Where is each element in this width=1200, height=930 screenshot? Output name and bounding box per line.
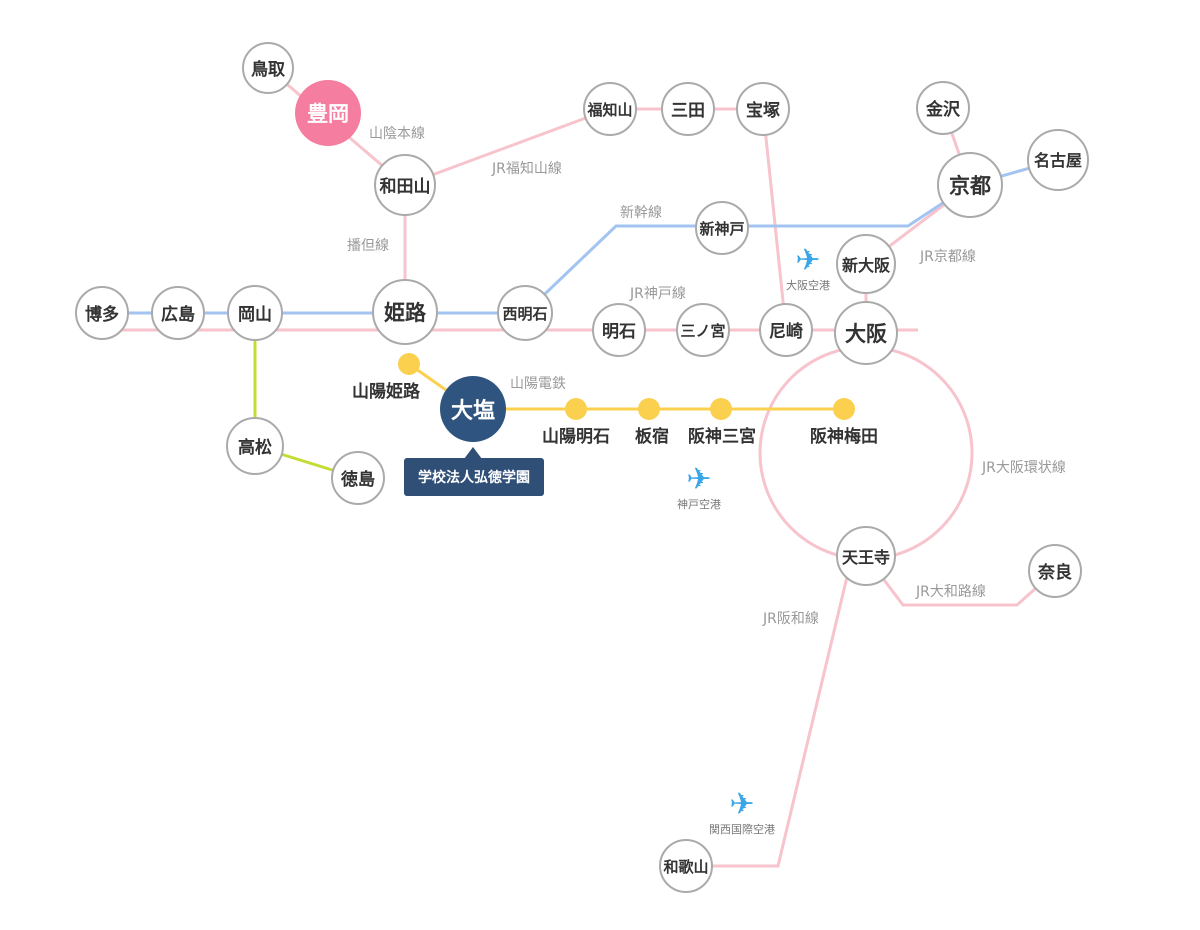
airport-label-osaka: 大阪空港	[786, 278, 830, 292]
svg-text:新大阪: 新大阪	[842, 256, 891, 275]
airplane-icon: ✈	[729, 787, 754, 822]
line-label-sanin: 山陰本線	[369, 126, 425, 142]
airports: ✈ 大阪空港 ✈ 神戸空港 ✈ 関西国際空港	[677, 243, 830, 836]
station-dot-hanshin-umeda	[833, 398, 855, 420]
station-osaka[interactable]: 大阪	[834, 301, 898, 365]
station-kanazawa[interactable]: 金沢	[916, 81, 970, 135]
station-takamatsu[interactable]: 高松	[226, 417, 284, 475]
station-wakayama[interactable]: 和歌山	[659, 839, 713, 893]
svg-text:京都: 京都	[949, 174, 991, 198]
svg-text:姫路: 姫路	[384, 301, 427, 325]
svg-text:大阪: 大阪	[845, 322, 888, 346]
svg-text:福知山: 福知山	[586, 101, 632, 119]
station-takarazuka[interactable]: 宝塚	[736, 82, 790, 136]
station-dot-itayado	[638, 398, 660, 420]
station-fukuchiyama[interactable]: 福知山	[583, 82, 637, 136]
svg-text:尼崎: 尼崎	[769, 321, 803, 342]
station-akashi[interactable]: 明石	[592, 303, 646, 357]
fukuchiyama-line-a	[404, 107, 611, 187]
station-amagasaki[interactable]: 尼崎	[759, 303, 813, 357]
svg-text:三ノ宮: 三ノ宮	[680, 322, 725, 340]
svg-text:宝塚: 宝塚	[746, 100, 780, 121]
line-label-hanwa: JR阪和線	[762, 611, 819, 627]
svg-text:三田: 三田	[671, 101, 705, 121]
svg-text:金沢: 金沢	[925, 99, 961, 120]
svg-text:大塩: 大塩	[451, 398, 495, 424]
airport-label-kobe: 神戸空港	[677, 497, 721, 511]
station-nara[interactable]: 奈良	[1028, 544, 1082, 598]
line-label-shinkansen: 新幹線	[620, 204, 662, 221]
svg-text:博多: 博多	[85, 304, 119, 325]
school-name-box[interactable]: 学校法人弘徳学園	[404, 458, 544, 496]
line-label-yamatoji: JR大和路線	[915, 584, 986, 600]
line-label-bantan: 播但線	[347, 238, 389, 254]
station-label-itayado: 板宿	[635, 426, 669, 447]
svg-text:奈良: 奈良	[1037, 562, 1072, 583]
station-dot-sanyo-akashi	[565, 398, 587, 420]
kobe-airport: ✈ 神戸空港	[677, 462, 721, 511]
station-wadayama[interactable]: 和田山	[374, 154, 436, 216]
station-label-sanyo-himeji: 山陽姫路	[352, 381, 421, 402]
airplane-icon: ✈	[686, 462, 711, 497]
station-tokushima[interactable]: 徳島	[331, 451, 385, 505]
svg-text:鳥取: 鳥取	[251, 59, 285, 80]
school-pointer	[464, 447, 482, 459]
station-himeji[interactable]: 姫路	[372, 279, 438, 345]
stations: 鳥取 豊岡 和田山 福知山 三田 宝塚 金沢 名古屋 京都 新神戸 新大阪 博多…	[75, 42, 1089, 893]
sanyo-dentetsu-stations: 山陽姫路 山陽明石 板宿 阪神三宮 阪神梅田	[352, 353, 878, 447]
airplane-icon: ✈	[795, 243, 820, 278]
station-dot-hanshin-sannomiya	[710, 398, 732, 420]
svg-text:岡山: 岡山	[238, 305, 272, 325]
station-okayama[interactable]: 岡山	[227, 285, 283, 341]
station-toyooka[interactable]: 豊岡	[295, 80, 361, 146]
station-sanda[interactable]: 三田	[661, 82, 715, 136]
hanwa-line	[686, 555, 854, 868]
station-tottori[interactable]: 鳥取	[242, 42, 294, 94]
station-shinkobe[interactable]: 新神戸	[695, 201, 749, 255]
line-label-kyoto: JR京都線	[919, 249, 976, 265]
svg-text:高松: 高松	[238, 437, 272, 458]
station-tennoji[interactable]: 天王寺	[836, 526, 896, 586]
station-hiroshima[interactable]: 広島	[151, 286, 205, 340]
station-dot-sanyo-himeji	[398, 353, 420, 375]
station-shinosaka[interactable]: 新大阪	[836, 234, 896, 294]
line-label-loop: JR大阪環状線	[981, 460, 1066, 476]
svg-text:天王寺: 天王寺	[842, 548, 890, 567]
svg-text:西明石: 西明石	[502, 305, 547, 323]
takarazuka-amagasaki	[761, 108, 788, 331]
line-labels: 山陰本線 JR福知山線 播但線 新幹線 JR京都線 JR神戸線 山陽電鉄 JR大…	[347, 126, 1066, 627]
line-label-kobe: JR神戸線	[629, 286, 686, 302]
station-nishiakashi[interactable]: 西明石	[497, 285, 553, 341]
kansai-airport: ✈ 関西国際空港	[709, 787, 775, 836]
line-label-fukuchiyama: JR福知山線	[491, 160, 562, 177]
station-label-hanshin-sannomiya: 阪神三宮	[688, 426, 756, 447]
svg-text:明石: 明石	[602, 322, 636, 342]
station-label-hanshin-umeda: 阪神梅田	[810, 426, 878, 447]
airport-label-kansai: 関西国際空港	[709, 822, 775, 836]
station-nagoya[interactable]: 名古屋	[1027, 129, 1089, 191]
station-sannomiya[interactable]: 三ノ宮	[676, 303, 730, 357]
svg-text:和田山: 和田山	[380, 177, 431, 197]
svg-text:新神戸: 新神戸	[699, 220, 744, 238]
svg-text:和歌山: 和歌山	[663, 858, 708, 876]
station-kyoto[interactable]: 京都	[937, 152, 1003, 218]
svg-text:豊岡: 豊岡	[307, 102, 349, 126]
svg-text:広島: 広島	[161, 304, 195, 325]
svg-text:名古屋: 名古屋	[1034, 151, 1082, 170]
osaka-airport: ✈ 大阪空港	[786, 243, 830, 292]
line-label-sanyo-dentetsu: 山陽電鉄	[510, 376, 566, 392]
station-ohshio[interactable]: 大塩	[440, 376, 506, 442]
station-hakata[interactable]: 博多	[75, 286, 129, 340]
svg-text:徳島: 徳島	[340, 469, 375, 490]
station-label-sanyo-akashi: 山陽明石	[542, 427, 610, 447]
